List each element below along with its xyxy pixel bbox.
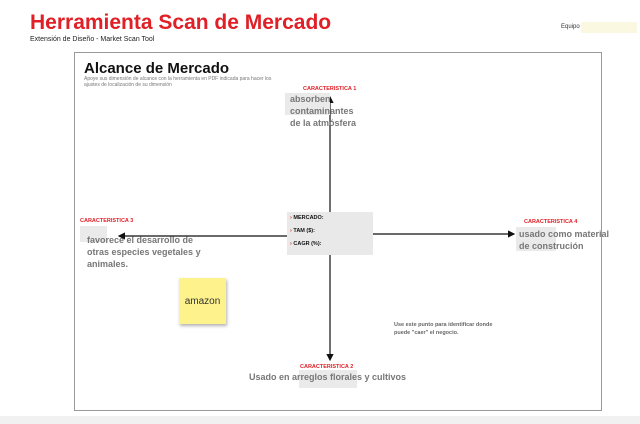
market-row: › MERCADO: [290, 215, 324, 221]
bullet-icon: › [290, 228, 292, 234]
board-title: Alcance de Mercado [84, 60, 230, 77]
tam-label: TAM ($): [293, 228, 315, 234]
page-subtitle: Extensión de Diseño - Market Scan Tool [30, 36, 155, 43]
bullet-icon: › [290, 215, 292, 221]
tam-row: › TAM ($): [290, 228, 315, 234]
characteristic-3-note-bg [80, 226, 107, 242]
characteristic-2-text[interactable]: Usado en arreglos florales y cultivos [249, 372, 407, 382]
characteristic-4-note-bg [516, 227, 556, 251]
hint-text: Use este punto para identificar donde pu… [394, 322, 493, 336]
characteristic-1-note-bg [285, 93, 330, 115]
characteristic-1-label: CARACTERISTICA 1 [303, 86, 357, 92]
page-title: Herramienta Scan de Mercado [30, 11, 332, 34]
characteristic-2-label: CARACTERISTICA 2 [300, 364, 354, 370]
cagr-label: CAGR (%): [293, 241, 322, 247]
team-input[interactable] [581, 22, 637, 33]
board-description: Apoye sus dimensión de alcance con la he… [84, 76, 272, 88]
sticky-note[interactable]: amazon [179, 278, 226, 324]
characteristic-3-label: CARACTERISTICA 3 [80, 218, 134, 224]
market-label: MERCADO: [293, 215, 324, 221]
characteristic-4-text[interactable]: usado como material de construción [519, 229, 610, 251]
bullet-icon: › [290, 241, 292, 247]
characteristic-3-text[interactable]: favorece el desarrollo de otras especies… [87, 235, 201, 269]
characteristic-2-note-bg [299, 370, 357, 388]
cagr-row: › CAGR (%): [290, 241, 321, 247]
bottom-bar [0, 416, 640, 424]
team-label: Equipo [561, 24, 580, 30]
characteristic-4-label: CARACTERISTICA 4 [524, 219, 578, 225]
market-center-box: › MERCADO: › TAM ($): › CAGR (%): [287, 212, 373, 255]
characteristic-1-text[interactable]: absorben contaminantes de la atmósfera [290, 94, 357, 128]
